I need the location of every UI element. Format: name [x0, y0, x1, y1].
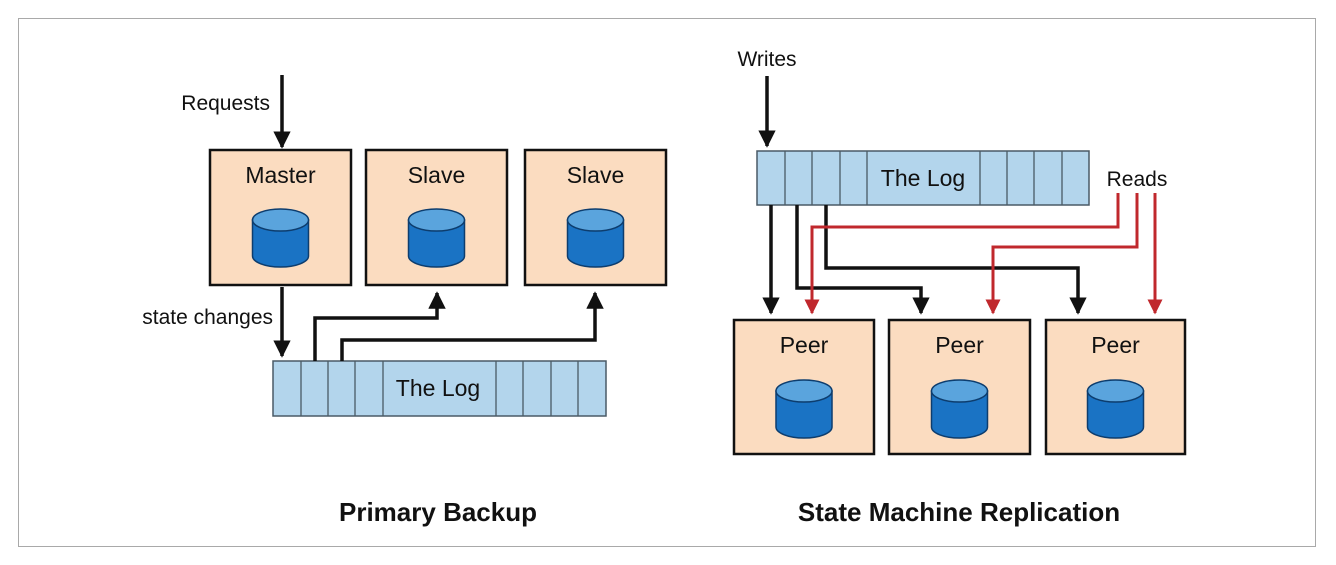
peer-1-database-icon [775, 379, 833, 439]
state-machine-log: The Log [756, 150, 1090, 206]
slave-2-label: Slave [567, 162, 625, 188]
slave-1-label: Slave [408, 162, 466, 188]
log-to-peer-2-arrow [795, 205, 930, 315]
state-machine-caption: State Machine Replication [798, 497, 1120, 527]
slave-node-2: Slave [523, 148, 668, 287]
master-node: Master [208, 148, 353, 287]
diagram-frame [18, 18, 1316, 547]
slave-2-database-icon [566, 208, 625, 268]
reads-label: Reads [1107, 168, 1168, 191]
log-to-peer-3-arrow [824, 205, 1087, 315]
primary-backup-caption: Primary Backup [339, 497, 537, 527]
slave-1-database-icon [407, 208, 466, 268]
slave-node-1: Slave [364, 148, 509, 287]
state-changes-label: state changes [142, 306, 273, 329]
requests-label: Requests [181, 92, 270, 115]
primary-log: The Log [272, 360, 607, 417]
peer-1-label: Peer [780, 332, 829, 358]
peer-2-database-icon [930, 379, 989, 439]
peer-node-3: Peer [1044, 318, 1187, 456]
state-machine-log-label: The Log [881, 165, 965, 191]
log-to-slave-2-arrow [340, 291, 604, 361]
master-label: Master [245, 162, 316, 188]
master-database-icon [251, 208, 310, 268]
writes-label: Writes [737, 48, 796, 71]
peer-3-label: Peer [1091, 332, 1140, 358]
peer-node-2: Peer [887, 318, 1032, 456]
read-from-peer-1-arrow [804, 193, 1120, 315]
peer-3-database-icon [1086, 379, 1145, 439]
primary-backup-section: Requests Master Slave Slave state change… [142, 75, 668, 527]
primary-log-label: The Log [396, 375, 480, 401]
read-from-peer-2-arrow [985, 193, 1139, 315]
state-machine-section: Writes The Log Reads [732, 48, 1187, 527]
peer-2-label: Peer [935, 332, 984, 358]
peer-node-1: Peer [732, 318, 876, 456]
log-to-slave-1-arrow [313, 291, 446, 361]
